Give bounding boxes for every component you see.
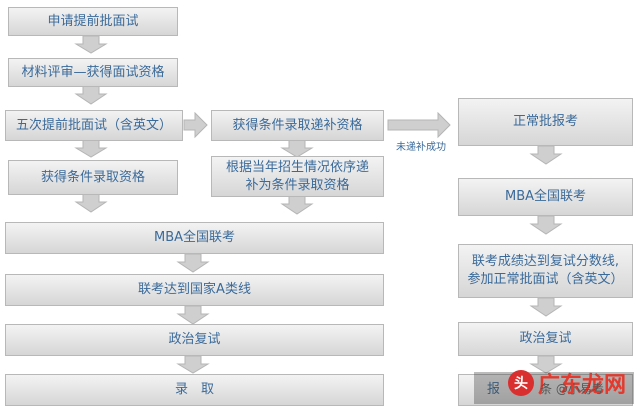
arrow-down-score-politics bbox=[529, 297, 563, 317]
box-politics-retest-right: 政治复试 bbox=[458, 322, 633, 356]
arrow-down-politics-admit-right bbox=[529, 355, 563, 374]
watermark-shade bbox=[474, 372, 634, 404]
box-apply-early: 申请提前批面试 bbox=[8, 7, 178, 36]
box-material-review: 材料评审—获得面试资格 bbox=[8, 58, 178, 87]
box-conditional-admission: 获得条件录取资格 bbox=[8, 160, 178, 195]
box-supplement-detail: 根据当年招生情况依序递 补为条件录取资格 bbox=[211, 156, 384, 197]
watermark-subtext: 条 @小易考 bbox=[540, 382, 604, 396]
arrow-right-gain-normal bbox=[387, 111, 451, 139]
watermark: 头 广东龙网 bbox=[500, 364, 634, 402]
arrow-down-line-politics bbox=[176, 305, 210, 325]
arrow-down-mba-score bbox=[529, 215, 563, 235]
arrow-down-politics-admit bbox=[176, 355, 210, 374]
box-admission-right: 报 bbox=[458, 374, 633, 406]
arrow-down-interview-conditional bbox=[74, 139, 108, 158]
arrow-down-review-interview bbox=[74, 85, 108, 105]
watermark-brand: 广东龙网 bbox=[537, 373, 626, 398]
watermark-logo-icon: 头 bbox=[507, 370, 534, 396]
arrow-right-interview-gain bbox=[183, 111, 208, 139]
box-score-retest-line: 联考成绩达到复试分数线, 参加正常批面试（含英文） bbox=[458, 244, 633, 298]
arrow-down-mba-line bbox=[176, 253, 210, 273]
box-gain-supplement: 获得条件录取递补资格 bbox=[211, 110, 384, 141]
arrow-down-apply-review bbox=[74, 35, 108, 54]
arrow-down-conditional-mba bbox=[74, 193, 108, 213]
box-normal-batch: 正常批报考 bbox=[458, 98, 633, 146]
box-mba-exam: MBA全国联考 bbox=[5, 222, 384, 254]
label-not-supplemented: 未递补成功 bbox=[396, 142, 446, 153]
box-five-interviews: 五次提前批面试（含英文） bbox=[5, 110, 183, 141]
arrow-down-detail-mba bbox=[280, 195, 314, 215]
arrow-down-normal-mba bbox=[529, 145, 563, 165]
box-admission: 录 取 bbox=[5, 374, 384, 406]
arrow-down-gain-detail bbox=[280, 139, 314, 158]
box-mba-exam-right: MBA全国联考 bbox=[458, 178, 633, 216]
box-national-line-a: 联考达到国家A类线 bbox=[5, 274, 384, 306]
box-politics-retest: 政治复试 bbox=[5, 324, 384, 356]
